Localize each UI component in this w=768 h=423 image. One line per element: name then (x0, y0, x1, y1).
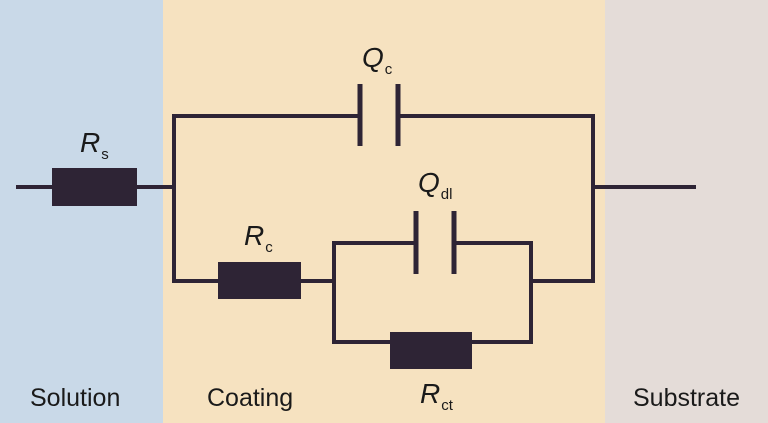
label-qc: Qc (362, 42, 393, 78)
solution-region (0, 0, 163, 423)
region-label-substrate: Substrate (633, 384, 740, 412)
resistor-rs (52, 168, 137, 206)
substrate-region (605, 0, 768, 423)
label-qdl: Qdl (418, 167, 452, 203)
resistor-rct (390, 332, 472, 369)
label-rs: Rs (80, 127, 109, 163)
label-rct: Rct (420, 378, 454, 414)
resistor-rc (218, 262, 301, 299)
coating-region (163, 0, 605, 423)
region-label-solution: Solution (30, 384, 120, 412)
region-label-coating: Coating (207, 384, 293, 412)
label-rc: Rc (244, 220, 273, 256)
